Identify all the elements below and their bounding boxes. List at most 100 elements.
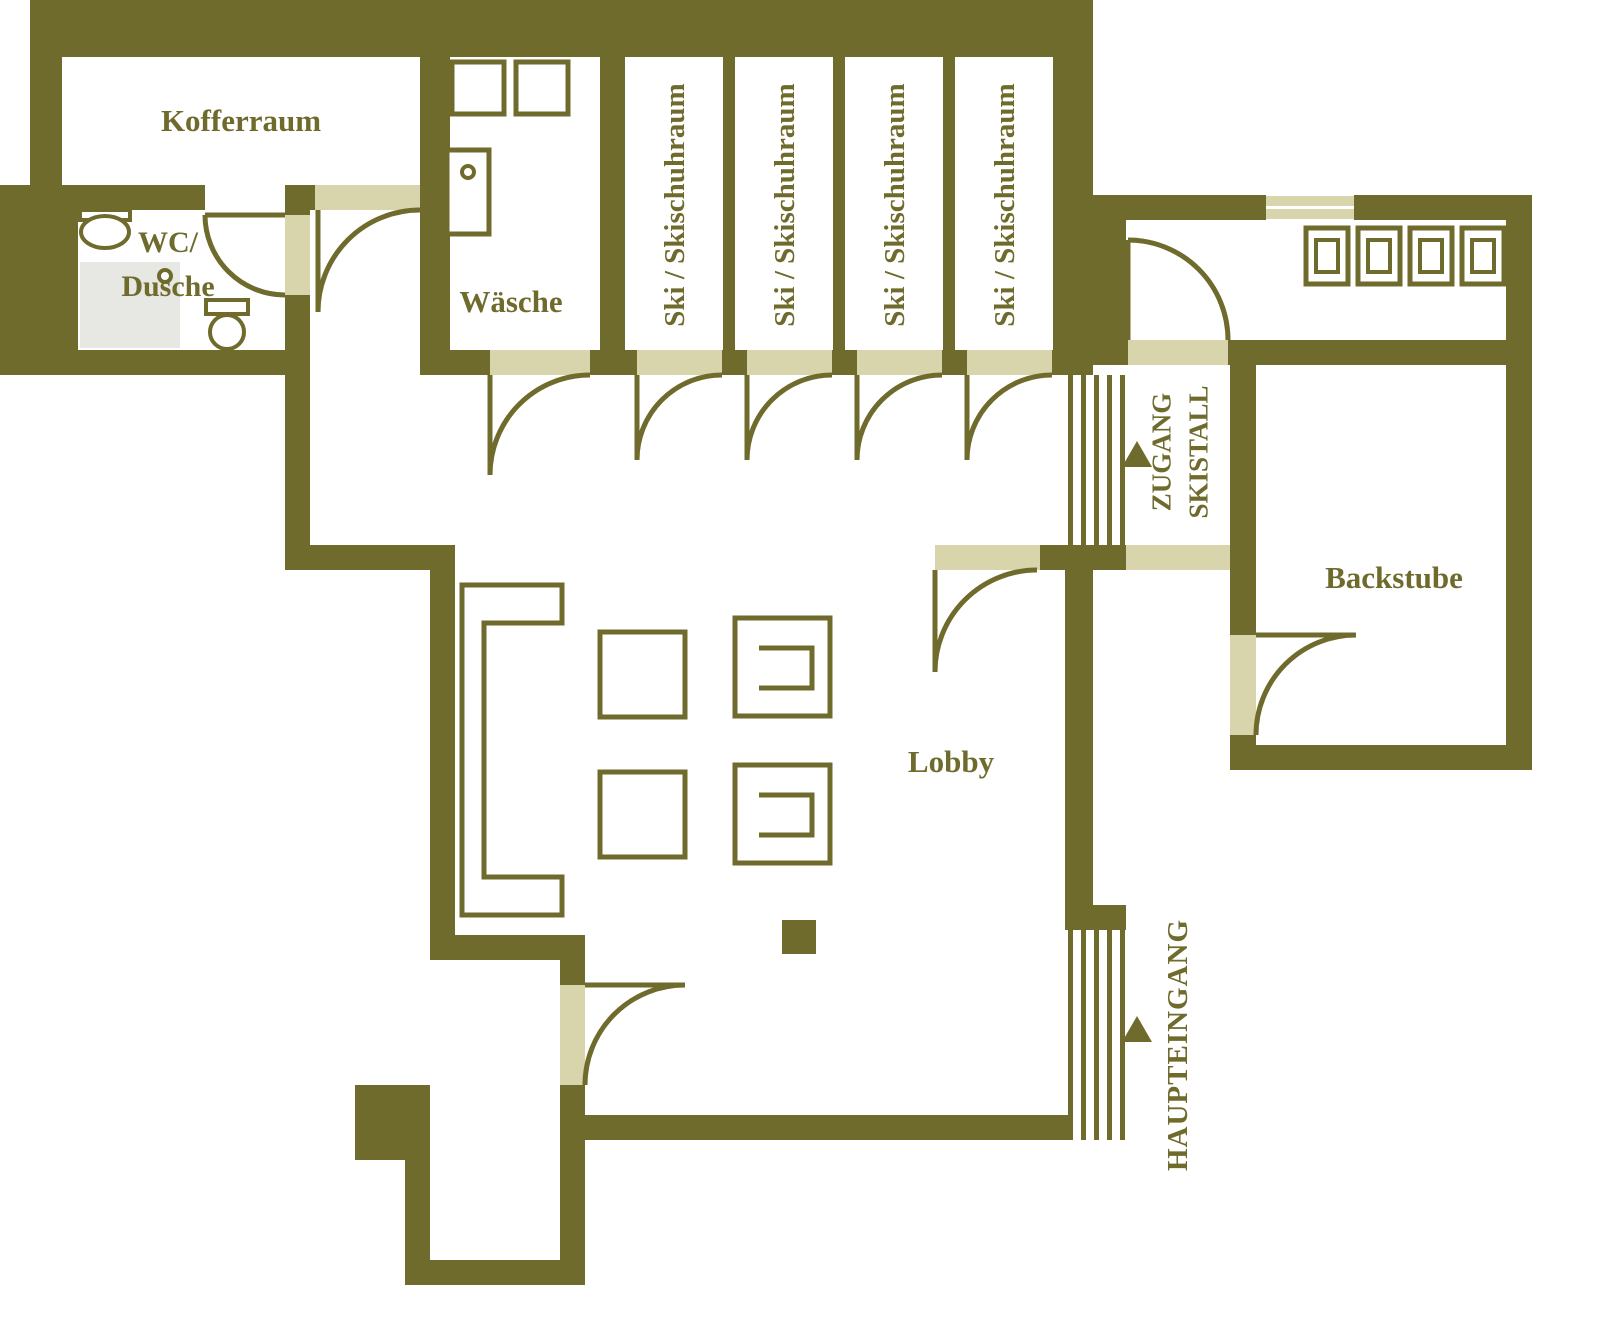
waesche-fixtures (444, 59, 571, 237)
wall-segment (560, 1140, 585, 1285)
oven-symbols (1303, 225, 1507, 287)
room-label-ski-2: Ski / Skischuhraum (769, 83, 801, 326)
wall-segment (1040, 545, 1126, 570)
oven-icon (1303, 225, 1351, 287)
wall-segment (30, 0, 1093, 57)
wall-segment (833, 57, 845, 350)
threshold-main-entrance (560, 985, 585, 1085)
wall-segment (1230, 745, 1532, 770)
threshold-ski-1 (637, 350, 722, 375)
stair-line (1068, 375, 1073, 545)
oven-icon (1459, 225, 1507, 287)
window-symbol (1266, 195, 1354, 220)
washing-machine-icon (513, 59, 571, 117)
column (782, 920, 816, 954)
door-ski-3 (854, 372, 943, 461)
threshold-backstube (1230, 635, 1256, 735)
table (597, 769, 688, 860)
room-label-kofferraum: Kofferraum (161, 103, 321, 138)
annotation-zugang-line1: ZUGANG (1146, 393, 1176, 512)
door-ski-4 (964, 372, 1053, 461)
threshold-wing-room (1128, 340, 1228, 365)
annotation-haupteingang: HAUPTEINGANG (1162, 919, 1194, 1171)
armchair (732, 762, 833, 866)
stair-line (1094, 930, 1099, 1140)
stair-line (1107, 375, 1112, 545)
wall-segment (1093, 340, 1128, 365)
room-label-backstube: Backstube (1325, 560, 1463, 595)
wall-segment (0, 185, 78, 375)
window-pane (1266, 196, 1354, 206)
wall-segment (0, 185, 205, 210)
wall-segment (590, 350, 637, 375)
door-lobby (932, 567, 1038, 673)
wall-segment (1230, 365, 1256, 635)
wc-fixtures (78, 208, 250, 351)
door-kofferraum (315, 207, 421, 313)
wall-segment (285, 375, 310, 570)
stair-line (1120, 375, 1125, 545)
door-wc (202, 212, 286, 298)
annotation-zugang-line2: SKISTALL (1183, 385, 1213, 518)
wall-segment (285, 545, 455, 570)
wall-segment (30, 57, 62, 185)
sink-basin-icon (79, 214, 131, 250)
threshold-ski-2 (747, 350, 832, 375)
entrance-arrow-icon (1122, 441, 1152, 467)
door-wing-room (1125, 237, 1231, 341)
stairs-haupteingang (1068, 930, 1125, 1140)
room-label-wc-line1: WC/ (138, 226, 199, 259)
stair-line (1081, 930, 1086, 1140)
threshold-wc (285, 215, 310, 295)
toilet-bowl-icon (208, 313, 246, 351)
wall-segment (722, 350, 747, 375)
wall-segment (1506, 195, 1532, 770)
door-main-entrance (582, 982, 686, 1086)
oven-icon (1407, 225, 1455, 287)
door-swings (202, 207, 1357, 1086)
door-thresholds (285, 185, 1256, 1085)
washing-machine-icon (449, 59, 507, 117)
walls (0, 0, 1532, 1285)
threshold-waesche (490, 350, 590, 375)
wall-segment (430, 935, 585, 960)
threshold-lobby (935, 545, 1040, 570)
wall-segment (420, 350, 490, 375)
stair-line (1094, 375, 1099, 545)
threshold-ski-3 (857, 350, 942, 375)
boiler-icon (444, 147, 492, 237)
wall-segment (723, 57, 735, 350)
armchair (732, 615, 833, 719)
wall-segment (0, 350, 310, 375)
wall-segment (1354, 195, 1532, 220)
wall-segment (1228, 340, 1532, 365)
wall-segment (430, 545, 455, 960)
window-pane (1266, 209, 1354, 219)
door-backstube (1253, 632, 1357, 736)
wall-segment (600, 57, 625, 350)
threshold-kofferraum (315, 185, 420, 210)
shower-drain-icon (157, 268, 173, 284)
room-label-ski-3: Ski / Skischuhraum (879, 83, 911, 326)
door-waesche (487, 372, 591, 476)
wall-segment (560, 1085, 585, 1115)
table (597, 629, 688, 720)
door-ski-1 (634, 372, 723, 461)
room-label-waesche: Wäsche (459, 284, 562, 319)
wall-segment (1052, 350, 1093, 375)
entrance-arrow-icon (1122, 1016, 1152, 1042)
reception-desk (459, 582, 565, 918)
room-label-ski-4: Ski / Skischuhraum (989, 83, 1021, 326)
room-label-lobby: Lobby (908, 744, 995, 779)
wall-segment (1065, 905, 1126, 930)
wall-segment (1053, 57, 1093, 350)
wall-segment (560, 960, 585, 985)
stair-line (1120, 930, 1125, 1140)
room-label-ski-1: Ski / Skischuhraum (659, 83, 691, 326)
stair-line (1068, 930, 1073, 1140)
wall-segment (405, 1260, 585, 1285)
oven-icon (1355, 225, 1403, 287)
wall-segment (1093, 195, 1266, 220)
